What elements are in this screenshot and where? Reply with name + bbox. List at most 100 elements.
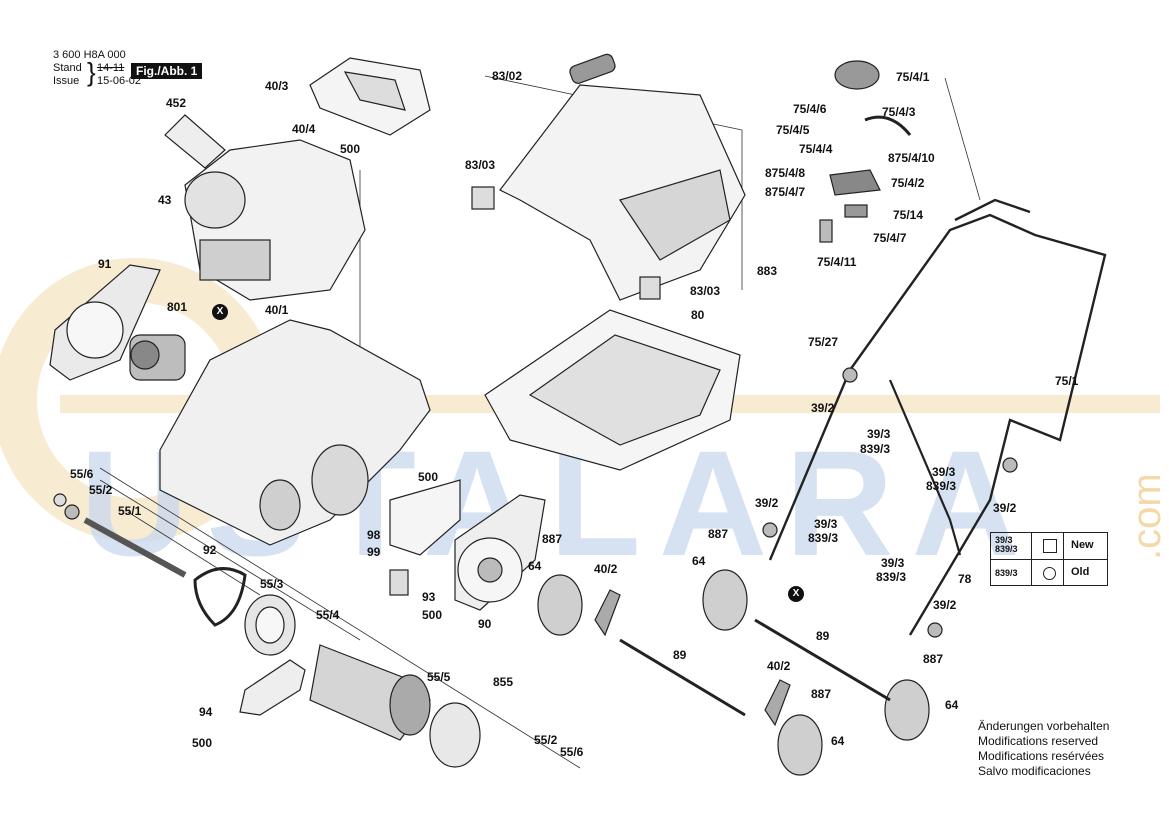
x-marker: X [212,304,228,320]
part-label: 40/2 [767,659,791,673]
part-label: 43 [158,193,172,207]
circle-symbol-icon [1043,567,1056,580]
part-label: 75/4/5 [776,123,810,137]
part-label: 887 [708,527,729,541]
wheels [537,569,930,776]
part-label: 39/2 [993,501,1017,515]
brace-glyph: } [87,57,96,87]
watermark-domain: .com [1125,473,1169,560]
clip-93 [389,569,409,596]
fan-90 [454,494,546,611]
cover-40-3 [309,57,431,136]
version-legend: 39/3 839/3 New 839/3 Old [990,532,1108,586]
part-label: 78 [958,572,972,586]
part-label: 887 [923,652,944,666]
legend-code: 39/3 839/3 [995,535,1018,554]
belt-92 [193,567,247,627]
part-label: 55/6 [70,467,94,481]
legend-row-new: 39/3 839/3 New [991,533,1107,559]
lower-handle-78 [888,379,962,556]
part-label: 500 [422,608,443,622]
clamp-knobs [762,367,1018,638]
part-label: 91 [98,257,112,271]
part-label: 99 [367,545,381,559]
part-label: 75/4/2 [891,176,925,190]
part-label: 39/2 [811,401,835,415]
part-label: 83/02 [492,69,523,83]
part-label: 875/4/7 [765,185,806,199]
stand-value: 14-11 [97,62,125,74]
part-label: 89 [816,629,830,643]
part-label: 75/4/11 [817,255,857,269]
note-line: Salvo modificaciones [978,764,1091,778]
part-label: 839/3 [876,570,907,584]
part-label: 55/3 [260,577,284,591]
part-label: 75/27 [808,335,839,349]
part-label: 500 [192,736,213,750]
part-label: 80 [691,308,705,322]
handle-75-1 [768,198,1107,636]
part-label: 839/3 [860,442,891,456]
part-label: 55/5 [427,670,451,684]
part-label: 64 [528,559,542,573]
bearing-55-2 [64,504,80,520]
part-label: 64 [692,554,706,568]
legend-status: New [1071,539,1094,551]
issue-label: Issue [53,75,80,87]
part-label: 883 [757,264,778,278]
stand-label: Stand [53,62,82,74]
doc-number: 3 600 H8A 000 [53,49,126,61]
part-label: 500 [340,142,361,156]
part-label: 39/3 [932,465,956,479]
part-label: 75/1 [1055,374,1079,388]
plate-98-99 [389,479,461,556]
part-label: 75/4/4 [799,142,833,156]
part-label: 39/3 [881,556,905,570]
part-label: 40/1 [265,303,289,317]
part-label: 94 [199,705,213,719]
axle-89-a [619,638,746,717]
part-label: 887 [811,687,832,701]
pulley-55-3 [244,594,296,656]
fan-cover-91 [49,264,161,381]
part-label: 55/2 [89,483,113,497]
part-label: 90 [478,617,492,631]
part-label: 92 [203,543,217,557]
part-label: 39/3 [867,427,891,441]
axle-89-b [754,618,891,702]
note-line: Modifications reserved [978,734,1099,748]
square-symbol-icon [1043,539,1057,553]
part-label: 89 [673,648,687,662]
part-label: 55/1 [118,504,142,518]
part-label: 64 [831,734,845,748]
part-label: 55/4 [316,608,340,622]
clip-83-03-a [471,186,495,210]
cap-855 [429,702,481,768]
part-label: 55/6 [560,745,584,759]
chassis-40-1 [159,319,431,546]
part-label: 55/2 [534,733,558,747]
note-line: Modifications resérvées [978,749,1105,763]
part-label: 39/2 [933,598,957,612]
part-label: 83/03 [465,158,496,172]
part-label: 801 [167,300,188,314]
grass-box-top-83 [499,53,746,301]
cover-94 [239,659,306,716]
roller-55-4 [309,644,431,741]
part-label: 83/03 [690,284,721,298]
part-label: 75/14 [893,208,924,222]
legend-status: Old [1071,566,1090,578]
part-label: 93 [422,590,436,604]
part-label: 875/4/8 [765,166,806,180]
note-line: Änderungen vorbehalten [978,719,1110,733]
legend-code: 839/3 [995,568,1018,578]
legend-row-old: 839/3 Old [991,559,1107,586]
part-label: 64 [945,698,959,712]
part-label: 839/3 [808,531,839,545]
part-label: 75/4/3 [882,105,916,119]
part-label: 500 [418,470,439,484]
part-label: 39/3 [814,517,838,531]
clip-83-03-b [639,276,661,300]
part-label: 40/3 [265,79,289,93]
